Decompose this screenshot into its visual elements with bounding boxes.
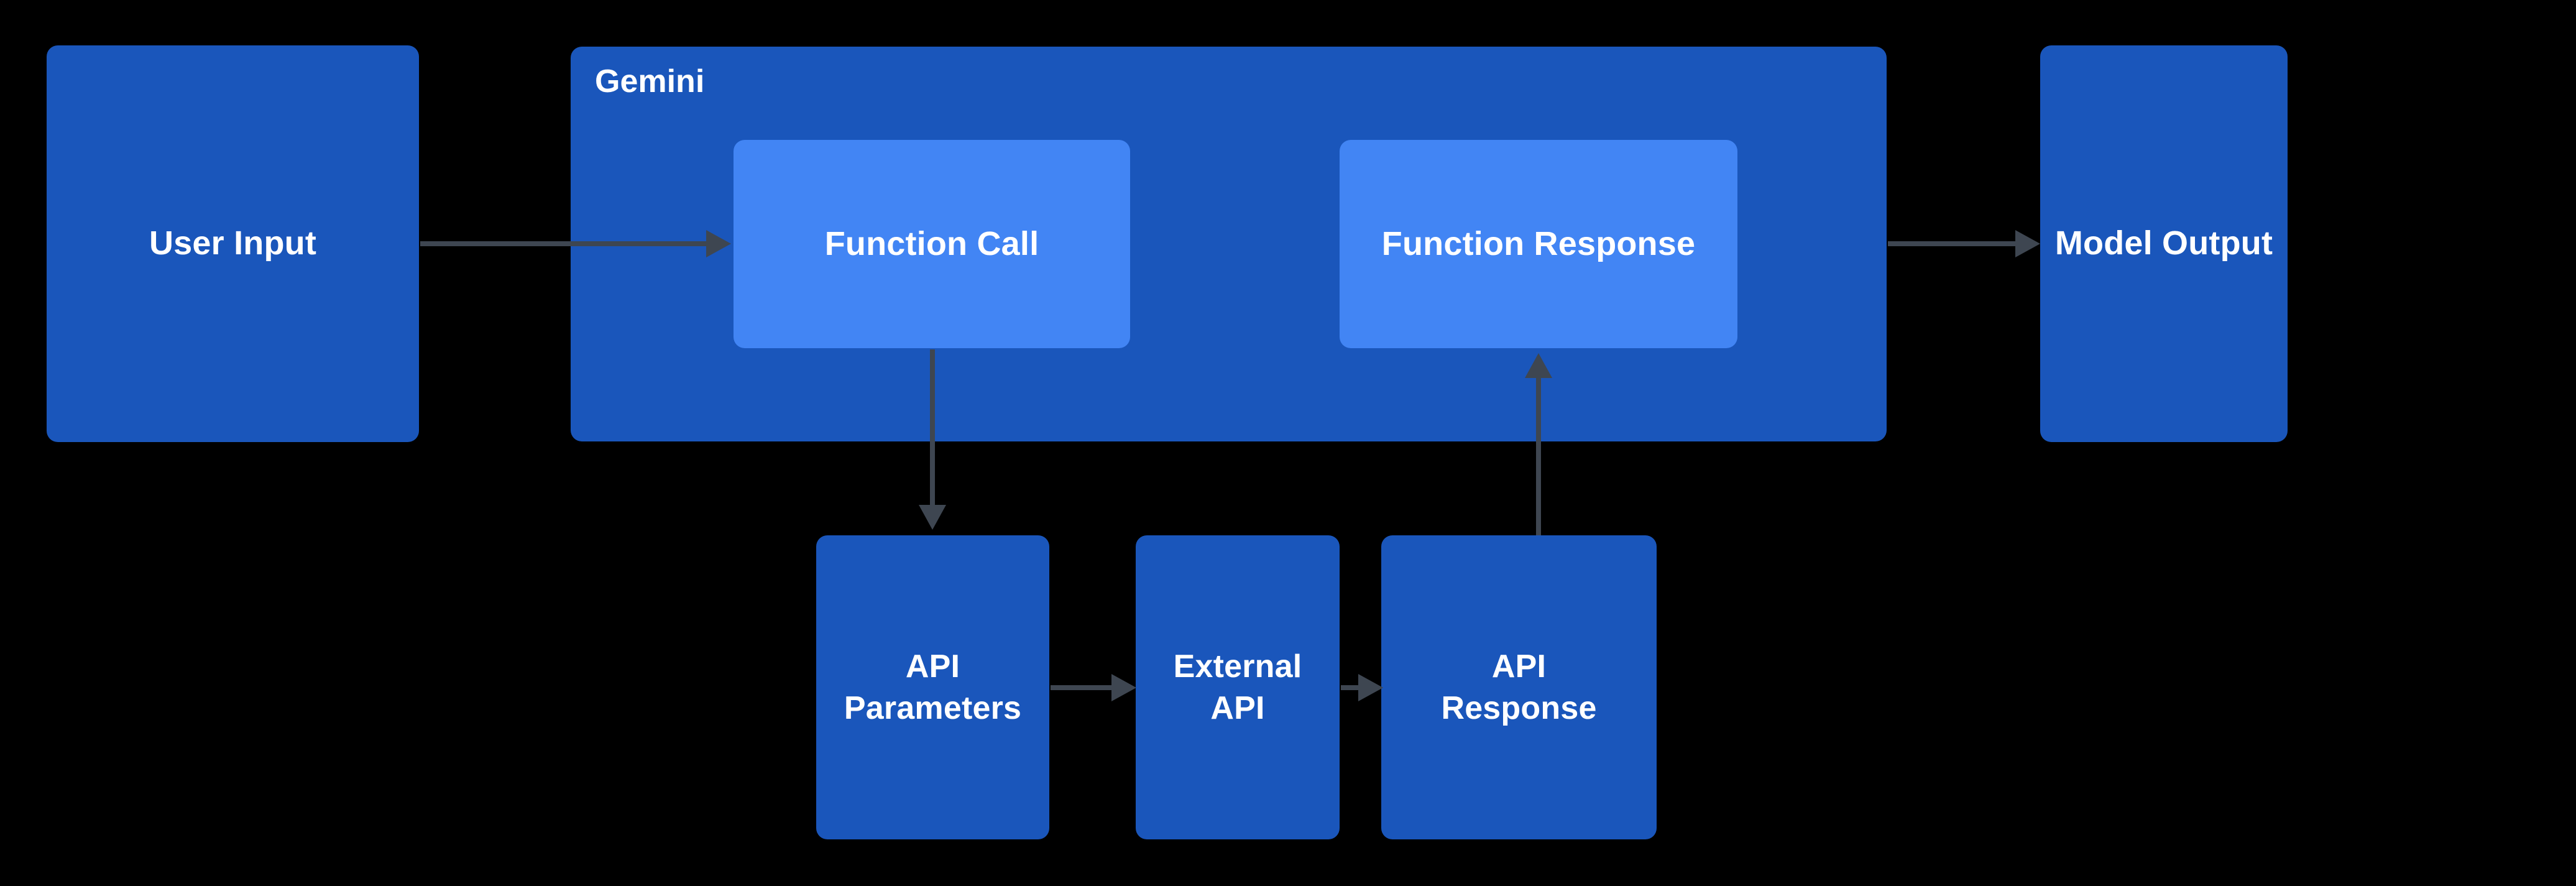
edge-function-response-to-model-output bbox=[1888, 241, 2015, 246]
node-api-parameters-label-line2: Parameters bbox=[844, 690, 1022, 726]
edge-external-api-to-api-response bbox=[1341, 685, 1358, 690]
node-api-parameters-label-line1: API bbox=[905, 648, 960, 685]
node-external-api-label-line1: External bbox=[1173, 648, 1302, 685]
node-external-api-label-line2: API bbox=[1210, 690, 1265, 726]
arrow-right-icon-api-parameters-to-external-api bbox=[1111, 674, 1136, 701]
arrow-right-icon-user-input-to-function-call bbox=[706, 230, 731, 257]
node-function-response[interactable]: Function Response bbox=[1340, 140, 1737, 348]
node-user-input-label: User Input bbox=[149, 224, 317, 262]
arrow-down-icon-function-call-to-api-parameters bbox=[919, 505, 946, 530]
arrow-right-icon-function-response-to-model-output bbox=[2015, 230, 2040, 257]
arrow-right-icon-external-api-to-api-response bbox=[1358, 674, 1383, 701]
node-api-parameters[interactable]: API Parameters bbox=[816, 535, 1049, 839]
node-function-response-label: Function Response bbox=[1381, 224, 1696, 262]
edge-api-response-to-function-response bbox=[1536, 378, 1541, 535]
arrow-up-icon-api-response-to-function-response bbox=[1525, 353, 1552, 378]
node-api-parameters-label: API Parameters bbox=[844, 646, 1021, 729]
node-api-response-label: API Response bbox=[1441, 646, 1596, 729]
node-api-response-label-line1: API bbox=[1491, 648, 1547, 685]
node-model-output-label: Model Output bbox=[2054, 224, 2273, 262]
node-api-response[interactable]: API Response bbox=[1381, 535, 1657, 839]
edge-api-parameters-to-external-api bbox=[1051, 685, 1111, 690]
node-user-input[interactable]: User Input bbox=[47, 45, 419, 442]
edge-function-call-to-api-parameters bbox=[930, 349, 935, 505]
group-gemini-label: Gemini bbox=[595, 63, 705, 99]
node-function-call-label: Function Call bbox=[824, 224, 1039, 262]
node-external-api[interactable]: External API bbox=[1136, 535, 1340, 839]
node-api-response-label-line2: Response bbox=[1441, 690, 1597, 726]
node-external-api-label: External API bbox=[1174, 646, 1302, 729]
edge-user-input-to-function-call bbox=[420, 241, 706, 246]
node-function-call[interactable]: Function Call bbox=[734, 140, 1130, 348]
node-model-output[interactable]: Model Output bbox=[2040, 45, 2288, 442]
